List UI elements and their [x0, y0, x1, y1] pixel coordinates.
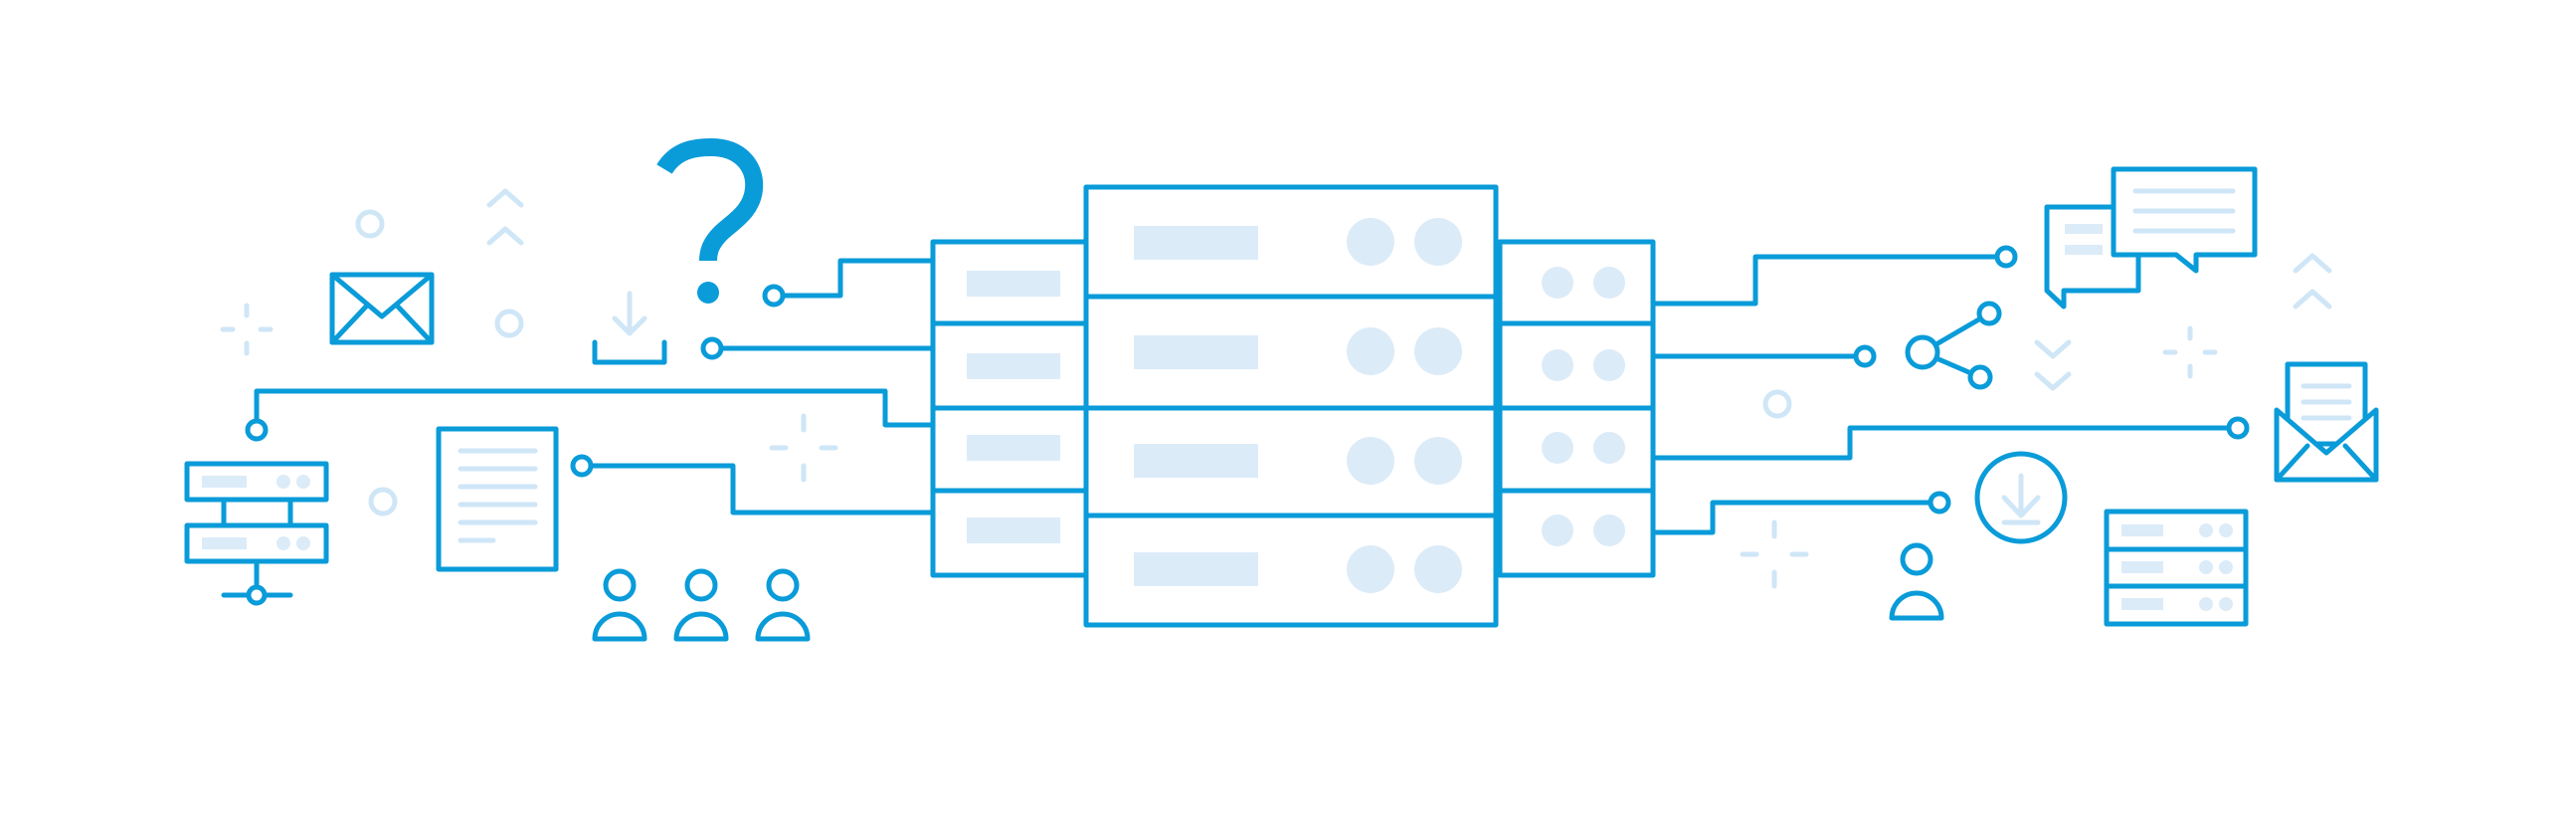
document-icon: [436, 426, 559, 572]
dot-ring-icon: [1762, 389, 1792, 419]
sparkle-icon: [2162, 325, 2218, 379]
user-icon: [673, 568, 729, 642]
user-icon: [592, 568, 647, 642]
chevron-up-icon: [486, 188, 524, 246]
user-icon: [1889, 542, 1944, 621]
download-circle-icon: [1974, 451, 2068, 544]
decorations: [220, 188, 2332, 589]
sparkle-icon: [769, 413, 838, 483]
sparkle-icon: [1740, 519, 1809, 589]
small-server-icon: [2104, 509, 2249, 627]
user-group-icon: [592, 568, 811, 642]
user-icon: [755, 568, 811, 642]
network-server-icon: [184, 461, 329, 606]
right-rack: [1497, 239, 1656, 578]
chat-bubbles-icon: [2044, 166, 2258, 310]
main-rack: [1083, 184, 1499, 628]
question-mark-icon: [656, 137, 764, 304]
dot-ring-icon: [494, 309, 524, 338]
chevron-down-icon: [2034, 339, 2072, 391]
download-tray-icon: [592, 291, 667, 365]
connector-lines: [245, 245, 2250, 535]
chevron-up-icon: [2293, 253, 2332, 310]
envelope-icon: [329, 272, 435, 345]
left-rack: [930, 239, 1089, 578]
sparkle-icon: [220, 303, 274, 356]
dot-ring-icon: [355, 209, 385, 239]
server-rack-icon: [930, 184, 1656, 628]
open-envelope-icon: [2274, 361, 2379, 483]
dot-ring-icon: [368, 487, 398, 517]
share-icon: [1905, 301, 2002, 390]
